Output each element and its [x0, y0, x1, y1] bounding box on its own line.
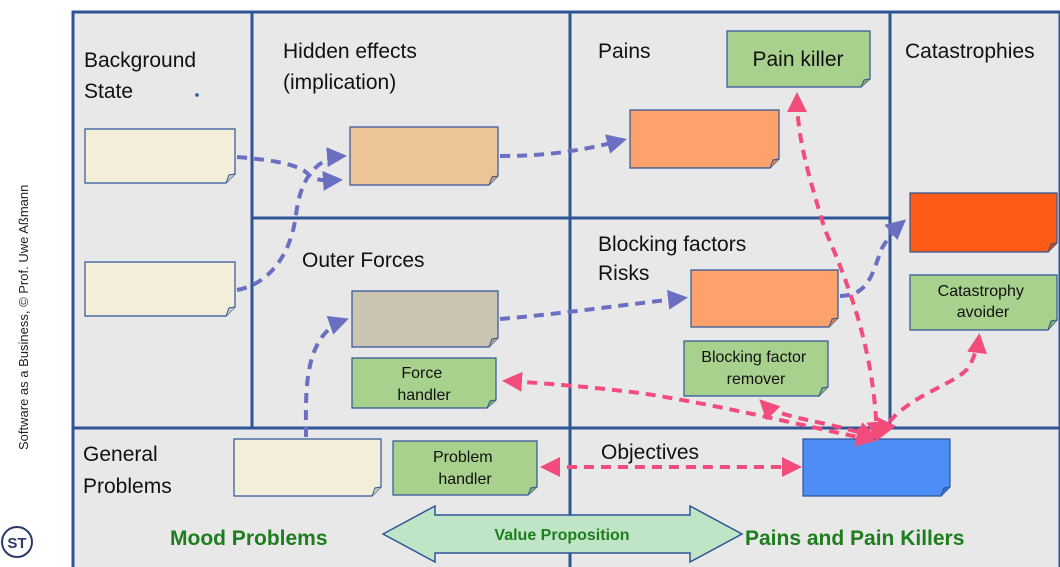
blocking-factors-title: Blocking factors Risks	[598, 233, 752, 285]
arrow-objective-to-catastrophy-avoider	[878, 333, 987, 440]
arrow-hidden-to-pain	[499, 134, 627, 158]
pains-and-pain-killers-label: Pains and Pain Killers	[745, 527, 964, 550]
objectives-title: Objectives	[601, 441, 699, 464]
hidden-effects-title: Hidden effects (implication)	[283, 40, 423, 94]
blue-arrows	[236, 134, 907, 438]
value-proposition-arrow: Value Proposition	[381, 504, 744, 564]
objective-note	[802, 438, 951, 497]
background-state-title: Background State	[84, 49, 202, 103]
catastrophy-avoider-note: Catastrophy avoider	[909, 274, 1058, 331]
mood-problems-label: Mood Problems	[170, 527, 328, 550]
outer-force-note	[351, 290, 499, 348]
pains-title: Pains	[598, 40, 651, 63]
st-logo: ST	[1, 526, 33, 558]
pain-note	[629, 109, 780, 169]
arrow-background-to-hidden-2	[236, 147, 347, 292]
arrow-problem-to-outer-force	[303, 315, 349, 438]
general-problems-title: General Problems	[83, 443, 172, 498]
catastrophies-title: Catastrophies	[905, 40, 1035, 63]
blocking-factor-note	[690, 269, 839, 328]
catastrophy-note	[909, 192, 1058, 253]
arrow-objective-to-pain-killer	[787, 92, 887, 442]
background-note-top	[84, 128, 236, 184]
catastrophy-avoider-label: Catastrophy avoider	[938, 283, 1029, 321]
force-handler-note: Force handler	[351, 357, 497, 409]
pain-killer-label: Pain killer	[752, 48, 843, 71]
force-handler-label: Force handler	[397, 365, 451, 404]
problem-handler-note: Problem handler	[392, 440, 538, 496]
st-logo-text: ST	[7, 535, 26, 552]
arrow-outer-force-to-blocking	[499, 289, 688, 321]
copyright-sidebar-text: Software as a Business, © Prof. Uwe Aßma…	[16, 185, 31, 450]
arrow-objective-to-force-handler	[502, 371, 876, 447]
blocking-factor-remover-note: Blocking factor remover	[683, 340, 829, 397]
background-note-bottom	[84, 261, 236, 317]
general-problem-note	[233, 438, 382, 497]
value-proposition-label: Value Proposition	[494, 527, 629, 544]
pain-killer-note: Pain killer	[726, 30, 871, 88]
outer-forces-title: Outer Forces	[302, 249, 425, 272]
pink-arrows	[502, 92, 987, 478]
problem-handler-label: Problem handler	[433, 449, 497, 488]
hidden-effect-note	[349, 126, 499, 186]
dot-marker	[195, 93, 199, 97]
